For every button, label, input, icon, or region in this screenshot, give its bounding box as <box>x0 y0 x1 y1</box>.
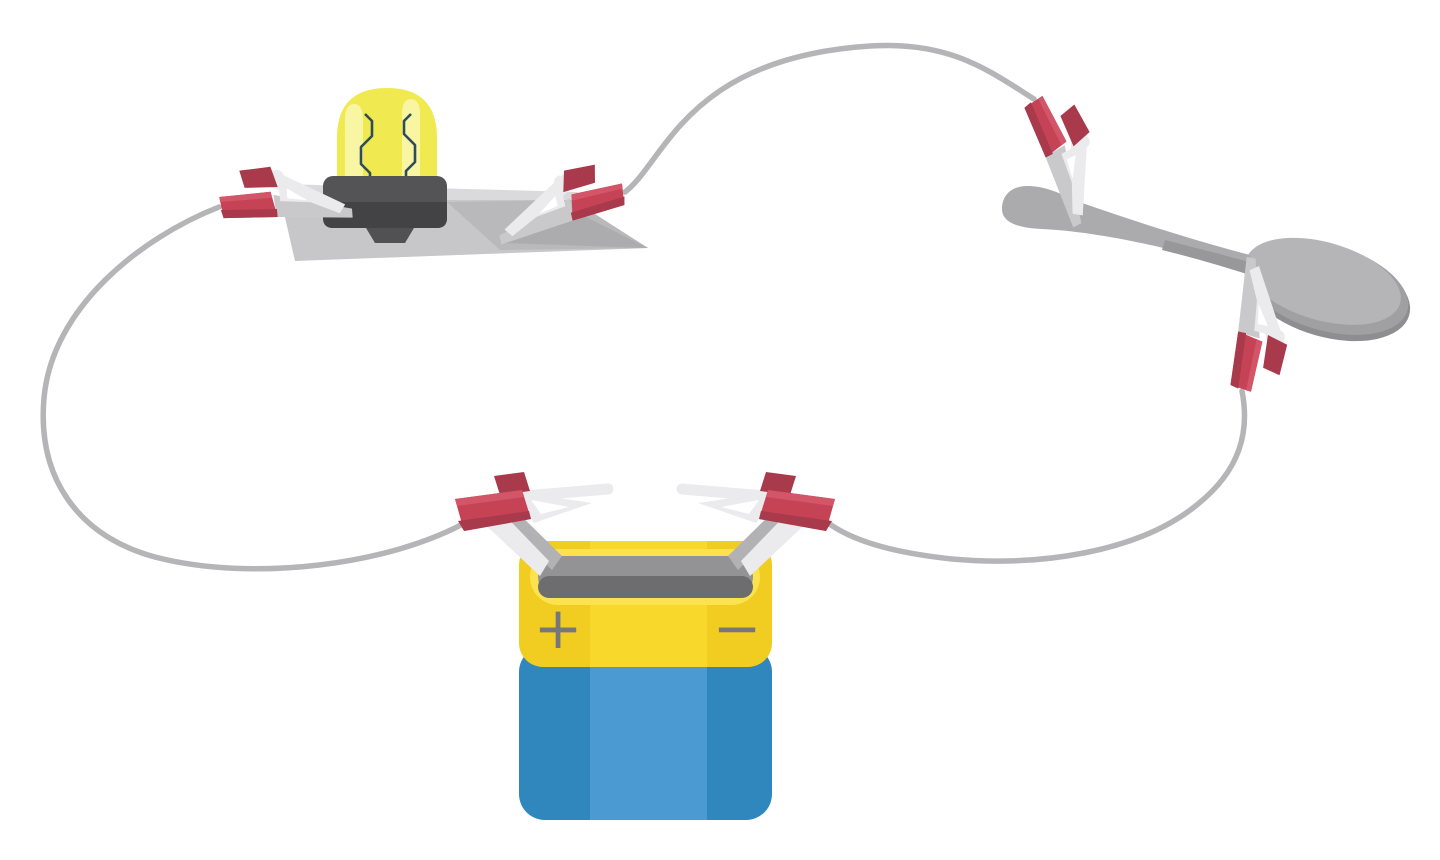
bulb-base-lip <box>323 202 447 228</box>
spoon <box>1002 186 1411 342</box>
spoon-bowl <box>1244 237 1411 342</box>
battery: + − <box>519 541 772 820</box>
clip-web-gap <box>721 500 759 514</box>
light-bulb <box>323 88 447 243</box>
wire-bulb-to-spoon <box>622 42 1037 195</box>
wire-spoon-to-battery <box>825 388 1248 564</box>
clip-sleeve-small <box>494 472 530 495</box>
clip-sleeve-main-highlight <box>455 490 524 506</box>
wires <box>40 42 1248 572</box>
bulb-base-tab <box>366 228 414 243</box>
bulb-assembly <box>218 88 648 261</box>
clip-sleeve-main-shade <box>759 511 832 531</box>
clip-sleeve-main-highlight <box>766 490 835 506</box>
battery-opening-shade <box>538 576 753 598</box>
clip-sleeve-small <box>760 472 796 495</box>
clip-sleeve-main-shade <box>458 511 531 531</box>
spoon-neck-shade <box>1162 240 1253 276</box>
battery-negative-terminal-label: − <box>713 594 762 662</box>
clip-web-gap <box>531 500 569 514</box>
spoon-bowl-surface <box>1245 237 1401 325</box>
battery-positive-terminal-label: + <box>534 594 583 662</box>
wire-battery-to-bulb <box>40 204 473 572</box>
alligator-clip-battery-positive <box>455 472 614 576</box>
battery-body-blue-stripe <box>590 646 707 820</box>
alligator-clip-battery-negative <box>676 472 835 576</box>
clip-cast-shadow <box>505 204 648 248</box>
